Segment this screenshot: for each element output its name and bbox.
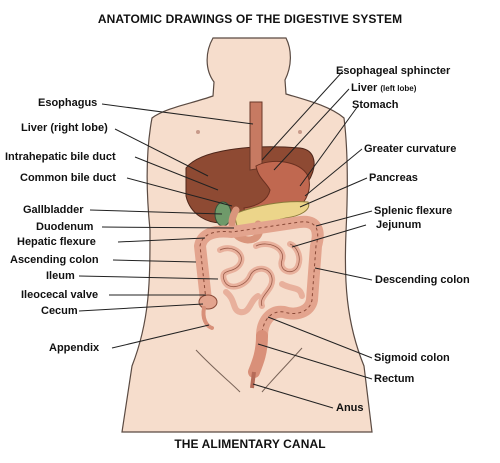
leader-rectum [257,343,373,380]
leader-greater-curvature [304,148,363,197]
label-duodenum: Duodenum [36,221,94,233]
label-greater-curvature: Greater curvature [364,143,457,155]
leader-anus [252,383,334,409]
label-ileum: Ileum [46,270,75,282]
leader-liver-left [273,88,350,171]
nipple-right [298,130,302,134]
label-cecum: Cecum [41,305,78,317]
label-liver-right-lobe: Liver (right lobe) [21,122,108,134]
leader-ileum [78,275,219,280]
colon-outline [199,221,319,337]
small-intestine-outline [219,243,300,307]
leader-cecum [78,303,204,312]
leader-hepatic-flexure [117,237,206,243]
label-pancreas: Pancreas [369,172,418,184]
leader-appendix [111,324,210,349]
label-sigmoid-colon: Sigmoid colon [374,352,450,364]
leader-stomach [299,105,359,187]
esophagus-shape [249,101,263,171]
label-esophagus: Esophagus [38,97,98,109]
leader-common-bile [126,177,233,207]
leader-esophagus [101,103,254,125]
label-esophageal-sphincter: Esophageal sphincter [336,65,451,77]
diagram-caption: THE ALIMENTARY CANAL [174,437,326,451]
leader-pancreas [299,177,368,208]
label-liver-note: (left lobe) [380,84,417,93]
appendix-shape [201,306,214,330]
label-hepatic-flexure: Hepatic flexure [17,236,96,248]
label-ileocecal-valve: Ileocecal valve [21,289,99,301]
label-common-bile-duct: Common bile duct [20,172,116,184]
groin-line-left [195,349,241,393]
label-intrahepatic-bile-duct: Intrahepatic bile duct [5,151,116,163]
label-liver-left-lobe: Liver (left lobe) [351,82,416,95]
leader-duodenum [101,226,235,229]
label-appendix: Appendix [49,342,100,354]
label-rectum: Rectum [374,373,415,385]
anal-canal [250,371,256,389]
leader-ascending [112,259,197,263]
leader-intrahepatic [134,156,219,191]
label-splenic-flexure: Splenic flexure [374,205,453,217]
leader-splenic-flexure [315,210,373,227]
leader-sigmoid [267,316,373,359]
groin-line-right [261,347,303,393]
label-jejunum: Jejunum [376,219,422,231]
leader-lines [78,70,373,409]
nipple-left [196,130,200,134]
label-liver-text: Liver [351,82,378,94]
leader-jejunum [291,224,367,248]
label-anus: Anus [336,402,364,414]
rectum-shape [248,330,268,378]
label-stomach: Stomach [352,99,399,111]
label-descending-colon: Descending colon [375,274,470,286]
label-ascending-colon: Ascending colon [10,254,99,266]
diagram-title: ANATOMIC DRAWINGS OF THE DIGESTIVE SYSTE… [97,12,403,26]
leader-descending [314,267,373,281]
leader-gallbladder [89,209,223,215]
leader-liver-right [114,128,209,177]
label-gallbladder: Gallbladder [23,204,84,216]
cecum-shape [198,294,218,310]
leader-esophageal-sphincter [261,70,344,161]
